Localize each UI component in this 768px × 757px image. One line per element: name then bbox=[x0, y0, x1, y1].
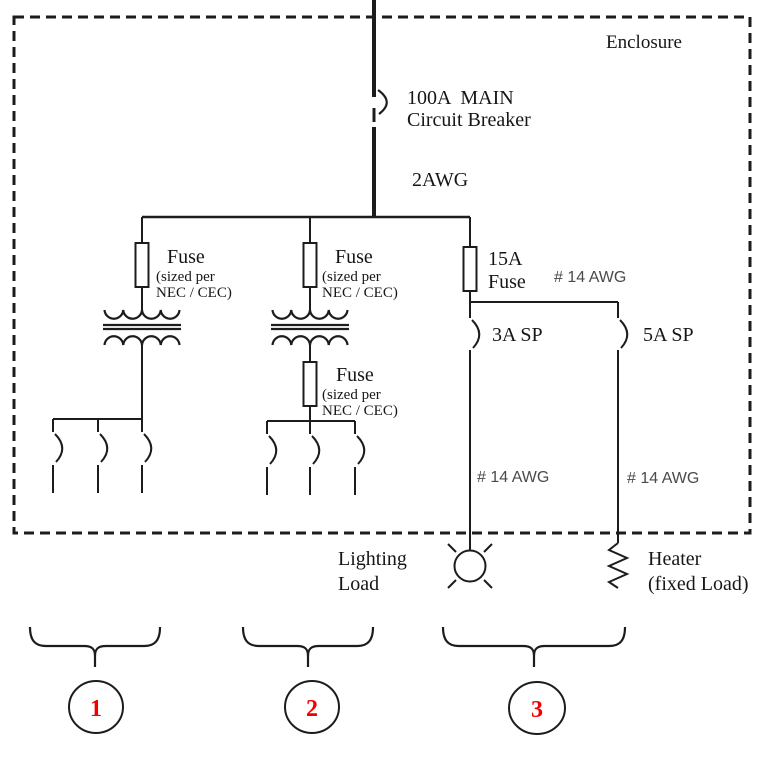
enclosure-boundary bbox=[12, 15, 752, 535]
branch2-secondary-fuse-note1: (sized per bbox=[322, 387, 381, 403]
lamp-circle bbox=[453, 549, 487, 583]
callout-markers: 1 2 3 bbox=[68, 680, 566, 735]
main-breaker-arc-icon bbox=[377, 89, 388, 115]
callout-number-3: 3 bbox=[531, 697, 543, 723]
lighting-load-label-line1: Lighting bbox=[338, 548, 407, 570]
branch2-secondary-fuse-note2: NEC / CEC) bbox=[322, 403, 398, 419]
callout-number-2: 2 bbox=[306, 696, 318, 722]
branch2-primary-fuse-note2: NEC / CEC) bbox=[322, 285, 398, 301]
main-breaker-label-line1: 100A MAIN bbox=[407, 87, 514, 109]
branch3-fuse-icon bbox=[462, 246, 478, 292]
heater-load-label-line1: Heater bbox=[648, 548, 702, 570]
brace-3 bbox=[441, 626, 627, 667]
brace-1 bbox=[28, 626, 162, 667]
branch1-fuse-label: Fuse bbox=[167, 246, 205, 268]
branch1-fuse-note2: NEC / CEC) bbox=[156, 285, 232, 301]
branch1-breaker-3-icon bbox=[141, 418, 153, 494]
main-breaker-label-line2: Circuit Breaker bbox=[407, 109, 531, 131]
lighting-wire-label: # 14 AWG bbox=[477, 469, 549, 486]
main-feeder bbox=[372, 0, 388, 218]
callout-circle-1 bbox=[68, 680, 124, 734]
branch2-primary-fuse-label: Fuse bbox=[335, 246, 373, 268]
branch3-fuse-label-line2: Fuse bbox=[488, 271, 526, 293]
lamp-ray-nw bbox=[447, 543, 457, 553]
branch2-breaker-2-icon bbox=[309, 420, 321, 496]
callout-circle-3 bbox=[508, 681, 566, 735]
branch2-breaker-1-icon bbox=[266, 420, 278, 496]
lamp-icon bbox=[447, 543, 493, 589]
branch-1 bbox=[52, 217, 183, 494]
branch2-secondary-fuse-label: Fuse bbox=[336, 364, 374, 386]
lamp-ray-sw bbox=[447, 579, 457, 589]
breaker-5a-label: 5A SP bbox=[643, 324, 694, 346]
branch1-transformer-icon bbox=[101, 308, 183, 347]
callout-circle-2 bbox=[284, 680, 340, 734]
heater-resistor-icon bbox=[606, 542, 630, 589]
lighting-load-label-line2: Load bbox=[338, 573, 379, 595]
branch2-transformer-icon bbox=[269, 308, 351, 347]
heater-wire-label: # 14 AWG bbox=[627, 470, 699, 487]
branch1-breaker-1-icon bbox=[52, 418, 64, 494]
callout-braces bbox=[28, 626, 627, 667]
branch2-secondary-fuse-icon bbox=[302, 361, 318, 407]
breaker-3a-label: 3A SP bbox=[492, 324, 543, 346]
brace-2 bbox=[241, 626, 375, 667]
heater-load-label-line2: (fixed Load) bbox=[648, 573, 749, 595]
lamp-ray-se bbox=[483, 579, 493, 589]
branch-3 bbox=[462, 217, 629, 550]
branch1-fuse-note1: (sized per bbox=[156, 269, 215, 285]
branch1-fuse-icon bbox=[134, 242, 150, 288]
breaker-5a-arc-icon bbox=[619, 319, 629, 349]
feeder-wire-label: 2AWG bbox=[412, 169, 468, 191]
branch3-fuse-label-line1: 15A bbox=[488, 248, 523, 270]
breaker-3a-arc-icon bbox=[471, 319, 481, 349]
branch2-breaker-3-icon bbox=[354, 420, 366, 496]
branch1-breaker-2-icon bbox=[97, 418, 109, 494]
lamp-ray-ne bbox=[483, 543, 493, 553]
branch-2 bbox=[266, 217, 366, 496]
enclosure-label: Enclosure bbox=[606, 32, 682, 53]
branch2-primary-fuse-note1: (sized per bbox=[322, 269, 381, 285]
callout-number-1: 1 bbox=[90, 696, 102, 722]
branch2-primary-fuse-icon bbox=[302, 242, 318, 288]
branch3-wire-label-top: # 14 AWG bbox=[554, 269, 626, 286]
